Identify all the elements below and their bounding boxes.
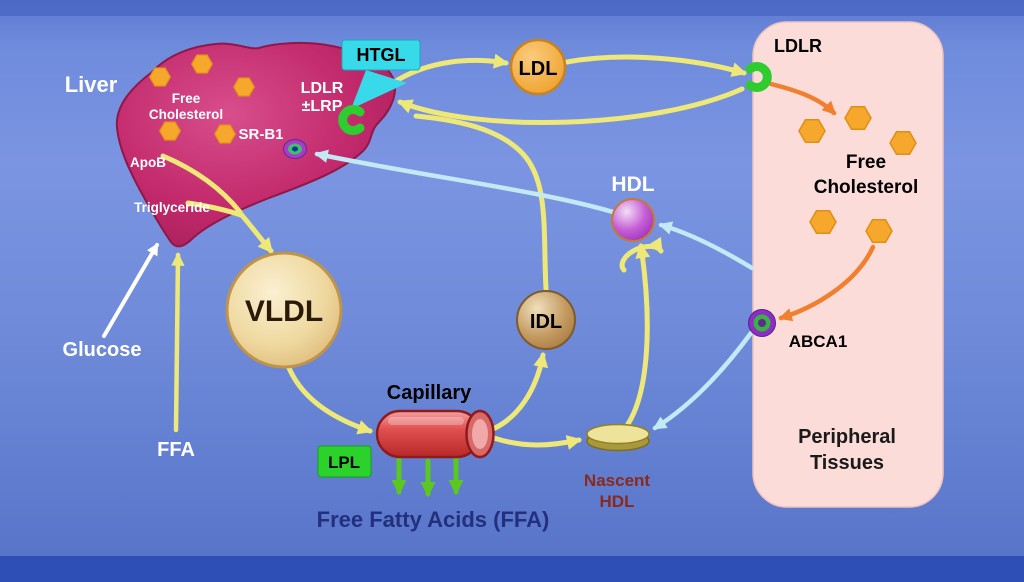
capillary-tube-icon (375, 409, 495, 459)
hdl-sphere-icon (611, 198, 655, 242)
arrow-free-cholesterol-to-abca1 (778, 244, 876, 322)
arrow-idl-to-liver (413, 113, 549, 292)
peripheral-tissues-label-line1: Peripheral (798, 426, 896, 448)
apob-label: ApoB (130, 155, 166, 170)
liver-ldlr-receptor-icon (338, 105, 365, 135)
arrow-capillary-to-idl (490, 352, 549, 432)
ffa-input-label: FFA (157, 439, 195, 461)
arrow-nascent-hdl-to-hdl (625, 243, 651, 427)
arrow-ffa-to-liver (171, 252, 185, 433)
peripheral-free-cholesterol-label-line1: Free (846, 152, 886, 173)
lpl-label: LPL (328, 453, 360, 472)
arrow-triglyceride-flow (185, 200, 244, 218)
cholesterol-hexagon-icon (214, 124, 236, 144)
ldl-particle-icon (509, 38, 567, 96)
arrow-glucose-to-liver (102, 242, 159, 338)
hdl-label: HDL (611, 173, 654, 196)
free-fatty-acids-label: Free Fatty Acids (FFA) (317, 507, 550, 532)
lpl-box (317, 445, 372, 478)
arrow-capillary-to-nascent-hdl (491, 435, 582, 450)
cholesterol-hexagon-icon (844, 105, 872, 131)
triglyceride-label: Triglyceride (134, 200, 210, 215)
ldlr-lrp-label-line1: LDLR (301, 80, 344, 97)
cholesterol-hexagon-icon (798, 118, 826, 144)
arrow-peripheral-return-to-liver (397, 86, 745, 125)
peripheral-free-cholesterol-label-line2: Cholesterol (814, 177, 919, 198)
arrow-ldl-to-peripheral-ldlr (564, 54, 747, 77)
arrow-abca1-to-nascent-hdl (652, 330, 754, 431)
capillary-label: Capillary (387, 382, 472, 404)
top-band (0, 0, 1024, 16)
arrow-ldlr-to-free-cholesterol (768, 81, 837, 116)
htgl-box (341, 39, 421, 71)
htgl-pointer-icon (351, 70, 407, 109)
arrow-liver-to-ldl (393, 53, 509, 84)
cholesterol-hexagon-icon (191, 54, 213, 74)
vldl-particle-icon (225, 251, 343, 369)
nascent-hdl-label-line2: HDL (600, 492, 635, 511)
cholesterol-hexagon-icon (865, 218, 893, 244)
arrow-hdl-idl-exchange-loop (619, 236, 664, 273)
cholesterol-hexagon-icon (889, 130, 917, 156)
vldl-label: VLDL (245, 295, 323, 328)
idl-label: IDL (530, 311, 562, 333)
ldlr-lrp-label-line2: ±LRP (302, 98, 343, 115)
arrow-liver-to-vldl (237, 210, 274, 254)
liver-free-cholesterol-label-line2: Cholesterol (149, 107, 223, 122)
abca1-label: ABCA1 (789, 332, 848, 351)
abca1-transporter-ring-icon (748, 309, 776, 337)
ldl-label: LDL (519, 58, 558, 80)
cholesterol-hexagon-icon (159, 121, 181, 141)
peripheral-ldlr-label: LDLR (774, 36, 822, 56)
nascent-hdl-disc-icon (586, 423, 650, 452)
arrow-vldl-to-capillary (286, 365, 373, 435)
srb1-transporter-ring-icon (283, 139, 307, 159)
srb1-label: SR-B1 (238, 126, 283, 143)
cholesterol-hexagon-icon (233, 77, 255, 97)
peripheral-tissues-label-line2: Tissues (810, 452, 884, 474)
htgl-label: HTGL (357, 45, 406, 65)
idl-particle-icon (516, 290, 576, 350)
arrow-peripheral-to-hdl (658, 221, 755, 271)
nascent-hdl-label-line1: Nascent (584, 471, 650, 490)
cholesterol-hexagon-icon (149, 67, 171, 87)
glucose-label: Glucose (63, 339, 142, 361)
liver-label: Liver (65, 72, 118, 97)
liver-shape (115, 41, 397, 248)
arrow-hdl-to-srb1 (314, 149, 616, 215)
footer-bar (0, 556, 1024, 582)
peripheral-ldlr-receptor-icon (745, 62, 772, 92)
liver-free-cholesterol-label-line1: Free (172, 91, 201, 106)
arrow-apob-flow (160, 153, 243, 215)
cholesterol-hexagon-icon (809, 209, 837, 235)
